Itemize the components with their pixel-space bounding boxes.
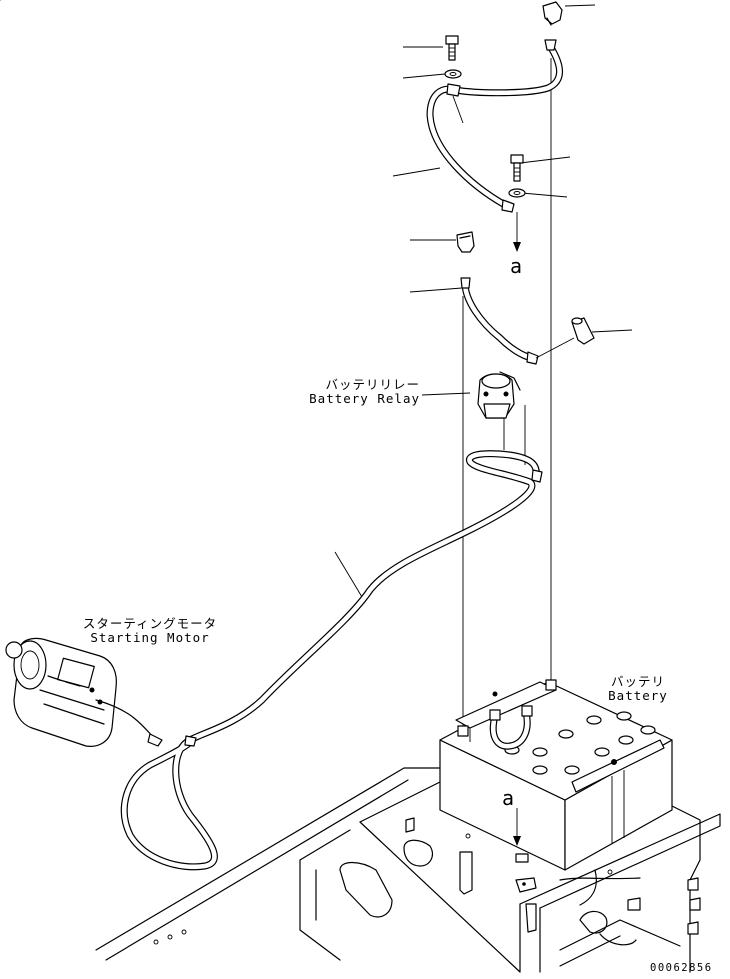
starting-motor-label-en: Starting Motor	[90, 630, 210, 645]
main-starter-cable	[120, 450, 543, 871]
starting-motor-label-jp: スターティングモータ	[82, 616, 218, 631]
starting-motor-icon	[5, 637, 163, 747]
terminal-cap-icon	[456, 231, 475, 253]
washer-icon	[444, 69, 462, 79]
terminal-cap-icon	[571, 317, 595, 345]
battery-icon	[0, 0, 673, 871]
battery-relay-icon	[477, 371, 521, 419]
reference-arrow-icon	[513, 808, 521, 846]
drawing-code: 00062856	[650, 962, 713, 974]
battery-relay-label-en: Battery Relay	[309, 391, 420, 406]
bolt-icon	[445, 35, 459, 61]
reference-mark-lower: a	[502, 786, 515, 810]
upper-battery-cable	[426, 39, 563, 213]
battery-relay-label: バッテリリレー Battery Relay	[300, 378, 420, 406]
battery-label: バッテリ Battery	[596, 675, 680, 703]
reference-arrow-icon	[513, 212, 521, 252]
starting-motor-label: スターティングモータ Starting Motor	[70, 617, 230, 645]
leader-lines	[334, 4, 633, 598]
battery-label-jp: バッテリ	[610, 674, 665, 689]
battery-label-en: Battery	[608, 688, 668, 703]
reference-mark-upper: a	[510, 254, 523, 278]
machine-frame	[95, 767, 721, 973]
terminal-cap-icon	[542, 1, 563, 26]
bolt-icon	[510, 154, 524, 182]
relay-cable	[460, 277, 575, 365]
battery-relay-label-jp: バッテリリレー	[325, 377, 420, 392]
washer-icon	[508, 188, 526, 198]
